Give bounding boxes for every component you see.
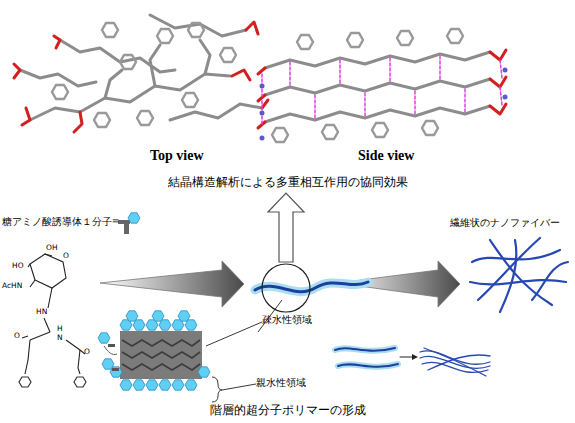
fiber-bundling bbox=[335, 348, 490, 376]
atom-label: AcHN bbox=[2, 282, 22, 291]
layered-assembly bbox=[98, 311, 210, 390]
view-label: Top view bbox=[150, 148, 204, 164]
supramolecular-fiber bbox=[255, 264, 368, 312]
fiber-label: 繊維状のナノファイバー bbox=[450, 217, 560, 229]
region-label: 疎水性領域 bbox=[262, 314, 312, 326]
process-arrow bbox=[100, 261, 244, 307]
magnify-arrow bbox=[268, 193, 304, 262]
molecule-icon bbox=[118, 213, 140, 234]
atom-label: N bbox=[57, 334, 63, 343]
top-view-structure bbox=[14, 15, 268, 132]
atom-label: H bbox=[57, 325, 63, 334]
atom-label: HO bbox=[12, 262, 24, 271]
nanofiber-network bbox=[470, 238, 568, 312]
equals-sign: ＝ bbox=[110, 215, 121, 228]
side-view-structure bbox=[258, 29, 508, 142]
atom-label: O bbox=[84, 348, 90, 357]
section-caption: 結晶構造解析による多重相互作用の協同効果 bbox=[168, 176, 408, 189]
atom-label: OH bbox=[46, 244, 58, 253]
atom-label: O bbox=[14, 332, 20, 341]
section-caption: 階層的超分子ポリマーの形成 bbox=[210, 404, 366, 417]
region-label: 親水性領域 bbox=[256, 377, 306, 389]
atom-label: HN bbox=[36, 308, 47, 317]
molecule-label: 糖アミノ酸誘導体１分子 bbox=[2, 216, 112, 228]
sugar-amino-acid-molecule bbox=[19, 254, 86, 387]
view-label: Side view bbox=[358, 148, 414, 164]
atom-label: O bbox=[63, 252, 69, 261]
